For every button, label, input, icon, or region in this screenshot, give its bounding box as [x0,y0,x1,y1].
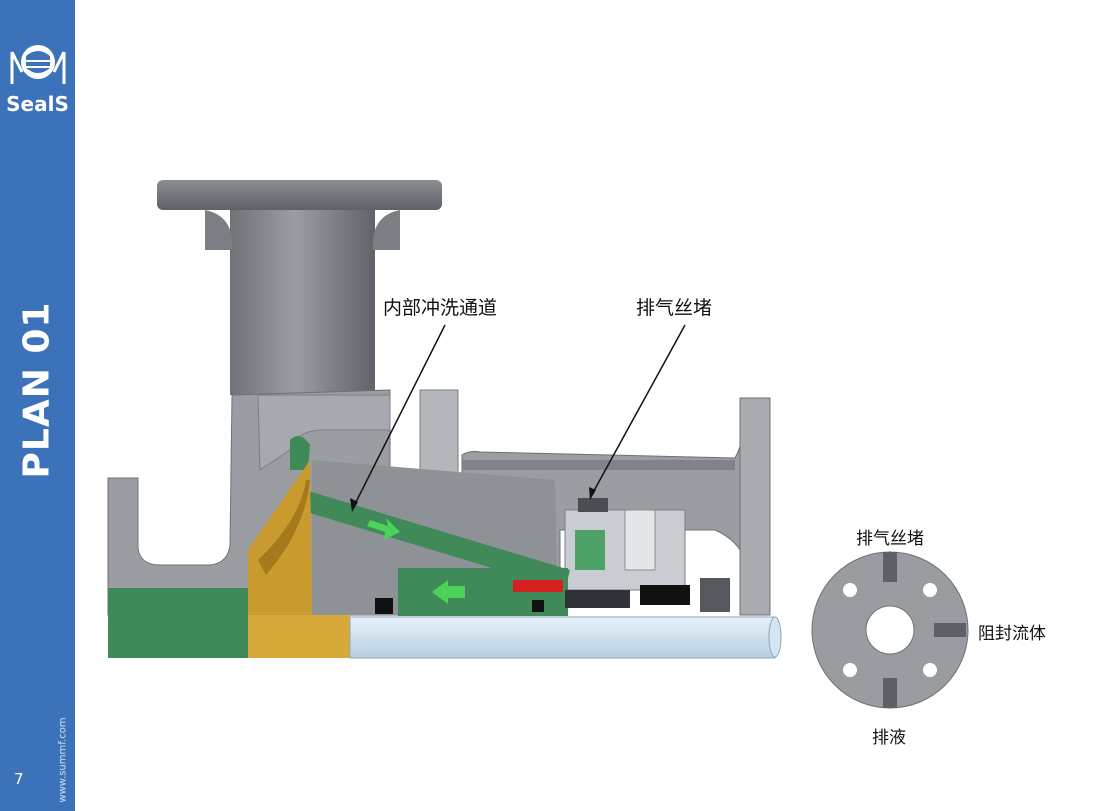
label-drain: 排液 [872,728,906,748]
label-internal-flush-passage: 内部冲洗通道 [383,297,498,319]
flush-passage-leader-line [351,324,446,511]
seals-logo-icon [10,45,66,84]
shaft [349,616,782,659]
internal-flush-passage [300,490,570,590]
flush-passage-leader-arrowhead [350,498,358,512]
sidebar: SealS PLAN 01 www.summf.com 7 [0,0,75,811]
label-seal-fluid: 阻封流体 [978,624,1046,644]
label-vent-plug: 排气丝堵 [636,297,713,319]
impeller [248,460,350,658]
flow-arrow-right-icon [367,518,400,540]
website-url[interactable]: www.summf.com [57,717,69,803]
label-vent-plug-end-view: 排气丝堵 [856,529,924,549]
flow-arrow-left-icon [432,580,465,604]
seal-cross-section-diagram [107,180,969,709]
page-number: 7 [14,770,24,788]
seal-gland-end-view [811,551,969,709]
vent-plug-leader-line [589,324,686,499]
plan-title: PLAN 01 [16,301,58,479]
vent-plug-leader-arrowhead [589,487,596,500]
discharge-nozzle [157,180,442,395]
logo-text: SealS [6,92,69,116]
mechanical-seal [375,580,630,614]
